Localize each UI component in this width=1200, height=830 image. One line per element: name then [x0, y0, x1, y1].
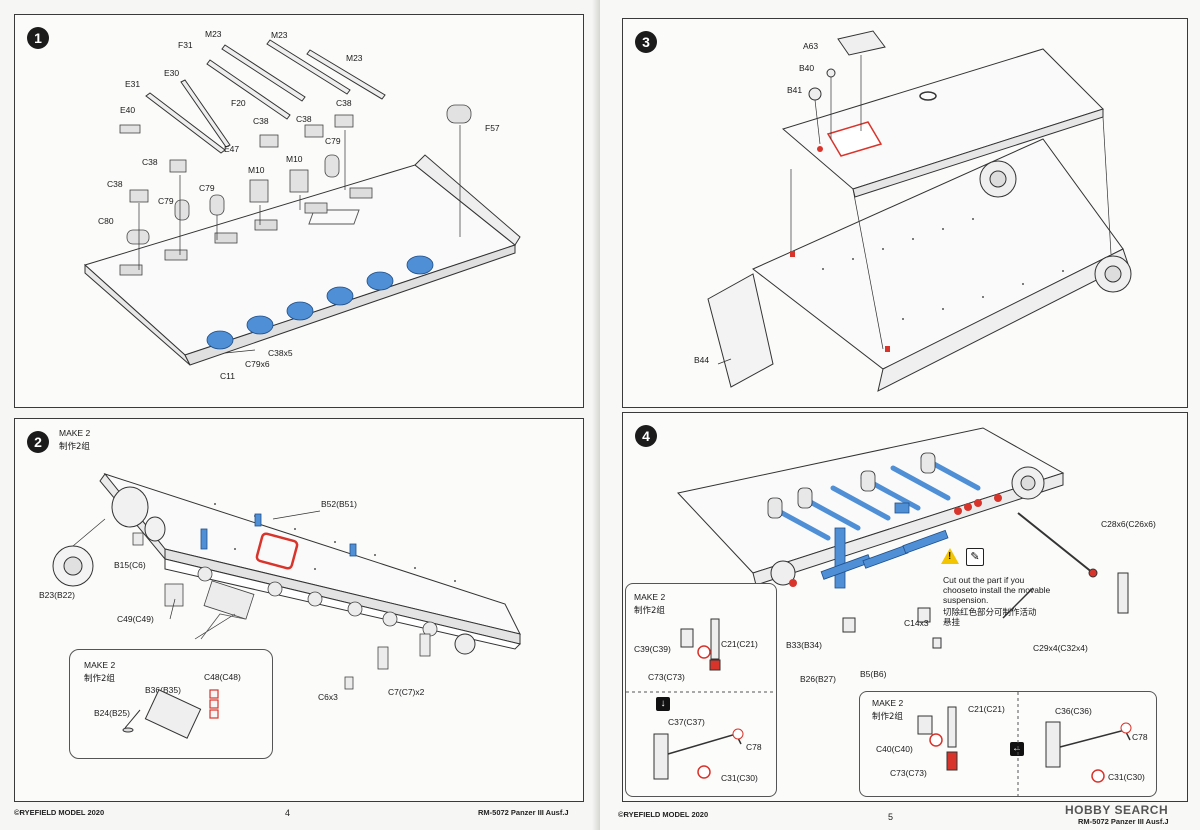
label-C31-C30-a: C31(C30) [721, 773, 758, 783]
step-4-inset-b: MAKE 2 制作2组 C21(C21) C36(C36) C40(C40) C… [859, 691, 1157, 797]
label-C73-C73-a: C73(C73) [648, 672, 685, 682]
label-C31-C30-b: C31(C30) [1108, 772, 1145, 782]
left-footer-brand: ©RYEFIELD MODEL 2020 [14, 808, 105, 817]
label-E31: E31 [125, 79, 141, 89]
label-C36-C36: C36(C36) [1055, 706, 1092, 716]
inset-b-make-label-cn: 制作2组 [872, 712, 903, 722]
label-C79-b: C79 [199, 183, 215, 193]
cut-note: Cut out the part if you chooseto install… [943, 575, 1051, 605]
inset-b-make-label: MAKE 2 [872, 698, 904, 708]
step-2-number: 2 [27, 431, 49, 453]
label-C78-b: C78 [1132, 732, 1148, 742]
label-C14x3: C14x3 [904, 618, 929, 628]
label-M23-b: M23 [271, 30, 288, 40]
label-C48-C48: C48(C48) [204, 672, 241, 682]
right-page-number: 5 [888, 812, 894, 822]
label-M23-a: M23 [205, 29, 222, 39]
label-C40-C40: C40(C40) [876, 744, 913, 754]
step-3-diagram [707, 30, 1132, 392]
label-C29x4-C32x4: C29x4(C32x4) [1033, 643, 1088, 653]
label-C38-c: C38 [296, 114, 312, 124]
label-B36-B35: B36(B35) [145, 685, 181, 695]
label-C79-a: C79 [325, 136, 341, 146]
inset-a-diagram [626, 618, 776, 780]
step-4-number: 4 [635, 425, 657, 447]
label-C21-C21-a: C21(C21) [721, 639, 758, 649]
right-page: 3 [600, 0, 1200, 830]
label-B15-C6: B15(C6) [114, 560, 146, 570]
label-C21-C21-b: C21(C21) [968, 704, 1005, 714]
inset-diagram [122, 689, 219, 739]
step-1-number: 1 [27, 27, 49, 49]
label-C80: C80 [98, 216, 114, 226]
step-2-panel: 2 MAKE 2 制作2组 [14, 418, 584, 802]
label-C38x5: C38x5 [268, 348, 293, 358]
arrow-down-icon: ↓ [656, 697, 670, 711]
label-A63: A63 [803, 41, 819, 51]
label-C38-a: C38 [336, 98, 352, 108]
label-C78-a: C78 [746, 742, 762, 752]
label-E30: E30 [164, 68, 180, 78]
step-2-inset: MAKE 2 制作2组 B36(B35) C48(C48) B24(B25) [69, 649, 273, 759]
watermark: HOBBY SEARCH [1065, 803, 1169, 817]
step-4-diagram [677, 427, 1129, 649]
step-1-panel: 1 [14, 14, 584, 408]
label-B52-B51: B52(B51) [321, 499, 357, 509]
label-C73-C73-b: C73(C73) [890, 768, 927, 778]
arrow-left-icon: ← [1010, 742, 1024, 756]
label-F31: F31 [178, 40, 193, 50]
left-page: 1 [14, 14, 584, 818]
right-footer-product: RM-5072 Panzer III Ausf.J [1078, 817, 1169, 826]
label-C79-c: C79 [158, 196, 174, 206]
label-C11: C11 [220, 371, 235, 381]
label-B26-B27: B26(B27) [800, 674, 836, 684]
label-C37-C37: C37(C37) [668, 717, 705, 727]
inset-b-diagram [917, 692, 1132, 796]
step-4-panel: 4 [622, 412, 1188, 802]
label-B41: B41 [787, 85, 803, 95]
step-3-number: 3 [635, 31, 657, 53]
step-3-panel: 3 [622, 18, 1188, 408]
label-F57: F57 [485, 123, 500, 133]
label-C28x6-C26x6: C28x6(C26x6) [1101, 519, 1156, 529]
inset-make-label-cn: 制作2组 [84, 674, 115, 684]
label-B24-B25: B24(B25) [94, 708, 130, 718]
label-C7-C7x2: C7(C7)x2 [388, 687, 425, 697]
label-C6x3: C6x3 [318, 692, 338, 702]
label-C38-e: C38 [107, 179, 123, 189]
label-E40: E40 [120, 105, 136, 115]
left-footer-product: RM-5072 Panzer III Ausf.J [478, 808, 569, 817]
right-footer-brand: ©RYEFIELD MODEL 2020 [618, 810, 709, 819]
step-2-make-label: MAKE 2 [59, 428, 91, 438]
label-F20: F20 [231, 98, 246, 108]
label-B33-B34: B33(B34) [786, 640, 822, 650]
inset-make-label: MAKE 2 [84, 660, 116, 670]
label-E47: E47 [224, 144, 240, 154]
label-M10-a: M10 [248, 165, 265, 175]
inset-a-make-label-cn: 制作2组 [634, 606, 665, 616]
label-C38-d: C38 [142, 157, 158, 167]
label-C49-C49: C49(C49) [117, 614, 154, 624]
label-B23-B22: B23(B22) [39, 590, 75, 600]
label-M23-c: M23 [346, 53, 363, 63]
knife-icon: ✎ [966, 548, 984, 566]
step-2-diagram [52, 473, 521, 690]
left-page-number: 4 [285, 808, 291, 818]
label-C38-b: C38 [253, 116, 269, 126]
step-1-diagram [84, 39, 521, 366]
cut-note-cn: 切除红色部分可制作活动悬挂 [943, 608, 1037, 628]
label-B40: B40 [799, 63, 815, 73]
inset-a-make-label: MAKE 2 [634, 592, 666, 602]
step-2-make-label-cn: 制作2组 [59, 442, 90, 452]
warning-icon: ! [941, 548, 959, 564]
label-C79x6: C79x6 [245, 359, 270, 369]
label-B5-B6: B5(B6) [860, 669, 887, 679]
label-B44: B44 [694, 355, 710, 365]
step-4-inset-a: MAKE 2 制作2组 C39(C39) C21(C21) C73(C73) C… [625, 583, 777, 797]
label-M10-b: M10 [286, 154, 303, 164]
label-C39-C39: C39(C39) [634, 644, 671, 654]
